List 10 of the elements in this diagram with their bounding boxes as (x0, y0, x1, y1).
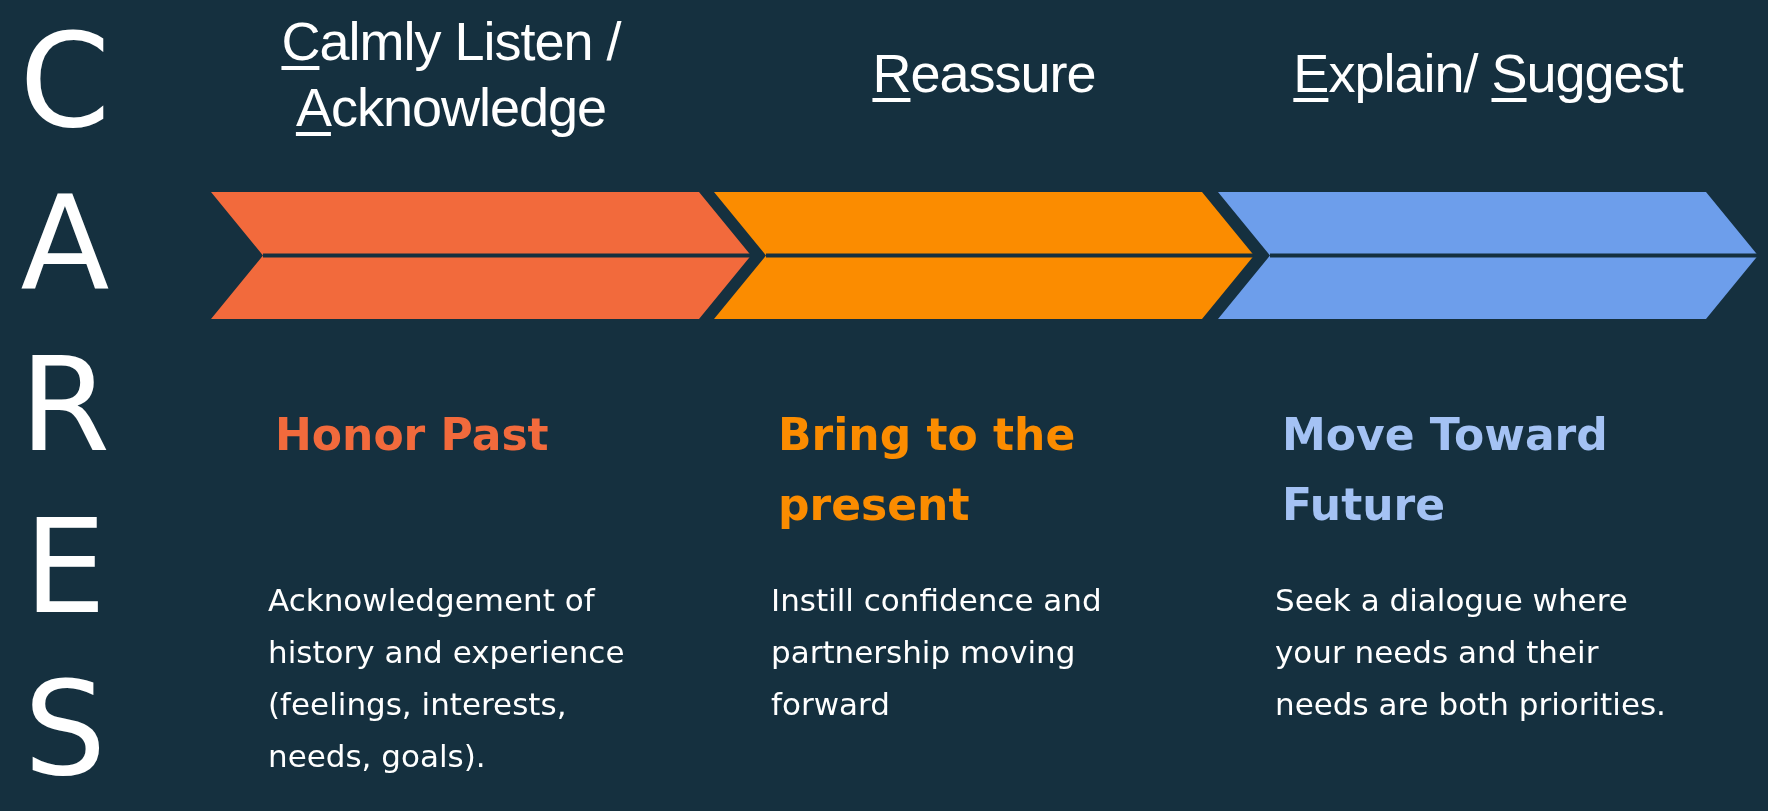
step-heading: Calmly Listen / Acknowledge (280, 10, 623, 139)
acronym-vertical: CARES (18, 4, 112, 807)
step-description: Acknowledgement of history and experience (feelings, interests, needs, goals). (268, 581, 626, 776)
step-title: Bring to the present (778, 408, 1077, 532)
step-heading: Reassure (871, 42, 1097, 105)
step-description: Seek a dialogue where your needs and their needs are both priorities. (1275, 581, 1667, 724)
step-title: Move Toward Future (1282, 408, 1609, 532)
step-title: Honor Past (275, 408, 550, 462)
step-heading: Explain/ Suggest (1292, 42, 1685, 105)
step-description: Instill confidence and partnership moving forward (771, 581, 1103, 724)
